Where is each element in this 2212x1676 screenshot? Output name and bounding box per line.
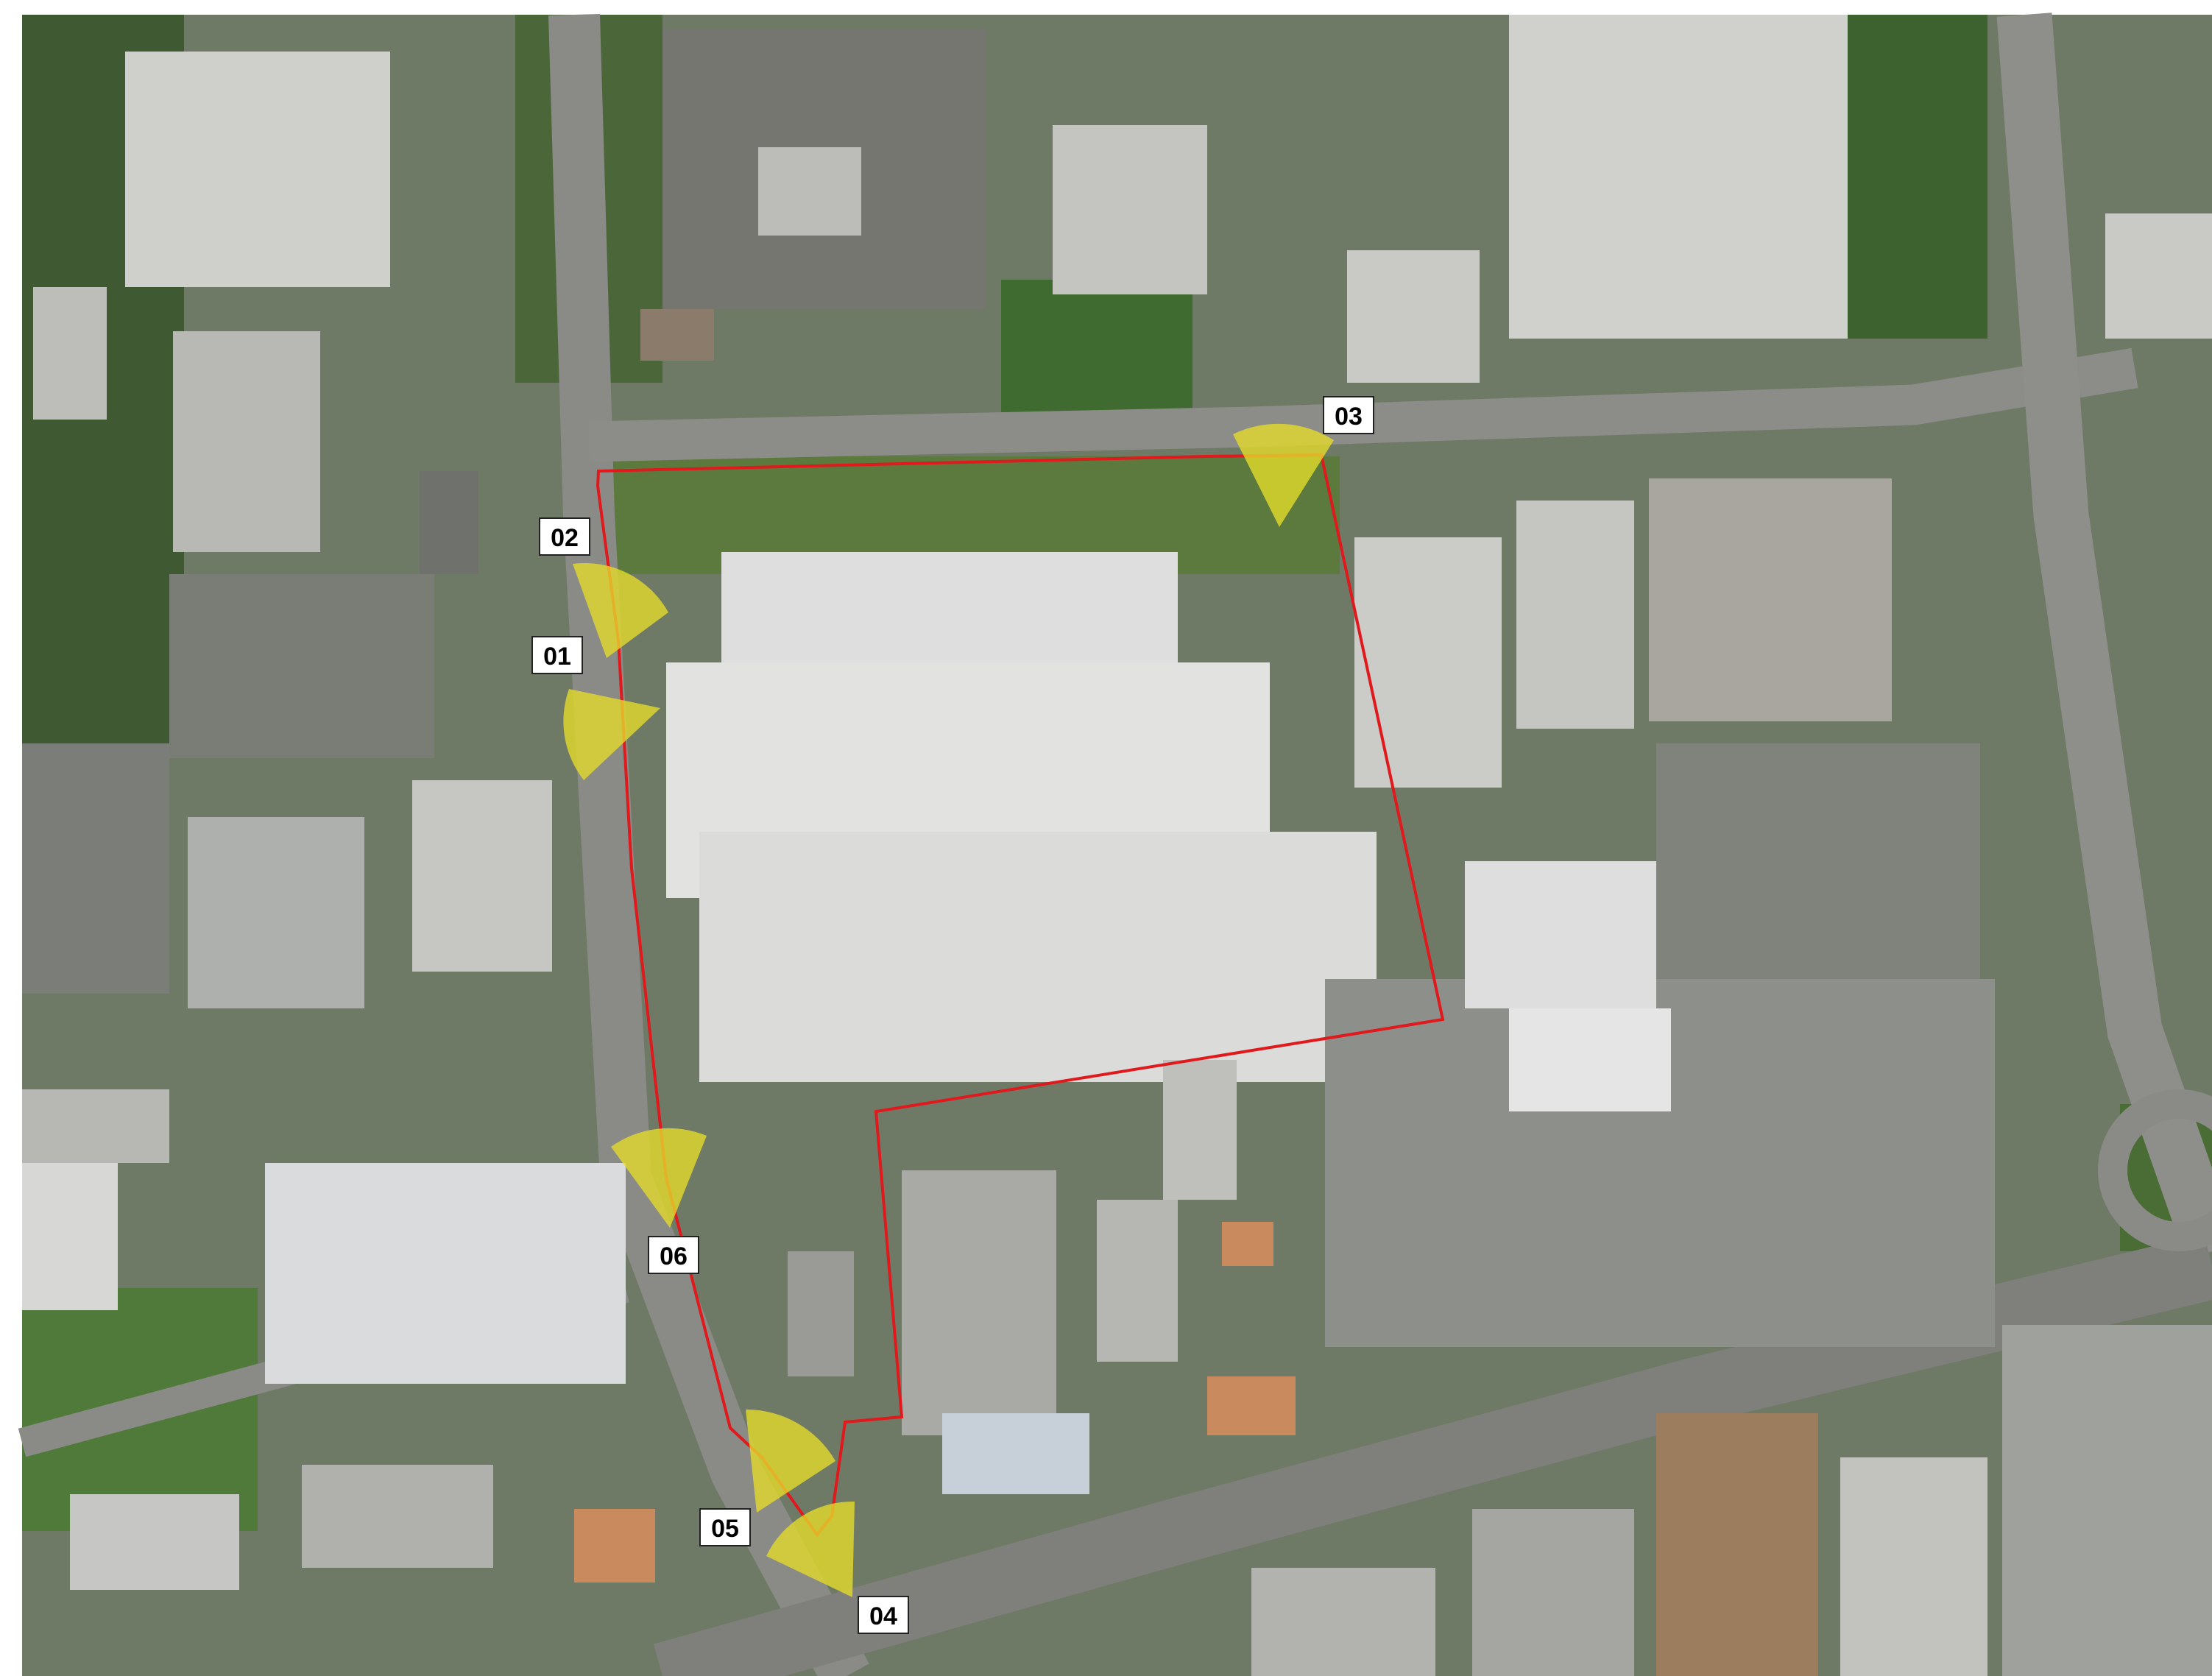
- building: [265, 1163, 626, 1384]
- bare-ground: [1656, 1413, 1818, 1676]
- building: [420, 471, 478, 574]
- parking-lot: [1656, 743, 1980, 979]
- viewpoint-01-cone: [563, 689, 660, 780]
- building: [1097, 1200, 1178, 1362]
- building: [1347, 250, 1480, 383]
- building: [125, 52, 390, 287]
- viewpoint-03-cone: [1233, 423, 1334, 527]
- viewpoint-05-cone: [746, 1409, 835, 1513]
- viewpoint-06-cone: [611, 1128, 707, 1228]
- building: [1465, 861, 1656, 1008]
- viewpoint-label-01: 01: [531, 636, 583, 674]
- building: [1840, 1457, 1987, 1676]
- building: [22, 1089, 169, 1163]
- road: [1996, 13, 2212, 1261]
- building: [1207, 1376, 1296, 1435]
- viewpoint-04-cone: [766, 1501, 855, 1597]
- building: [1649, 478, 1892, 721]
- building: [1516, 501, 1634, 729]
- building: [1509, 1008, 1671, 1111]
- vegetation: [1001, 280, 1192, 427]
- building: [1053, 125, 1207, 294]
- building: [758, 147, 861, 236]
- building: [902, 1170, 1056, 1435]
- building: [302, 1465, 493, 1568]
- building: [788, 1251, 854, 1376]
- building: [1354, 537, 1502, 788]
- building: [1222, 1222, 1273, 1266]
- building: [1251, 1568, 1435, 1676]
- viewpoint-label-03: 03: [1323, 396, 1374, 434]
- building: [640, 309, 714, 361]
- building: [1472, 1509, 1634, 1676]
- parking-lot: [169, 574, 434, 758]
- aerial-photo: [18, 13, 2212, 1676]
- building: [22, 1163, 118, 1310]
- site-building: [699, 832, 1377, 1082]
- viewpoint-cones: [563, 423, 1334, 1597]
- building: [33, 287, 107, 420]
- viewpoint-label-02: 02: [539, 517, 590, 556]
- viewpoint-02-cone: [573, 562, 668, 658]
- building: [1163, 1060, 1237, 1200]
- parking-lot: [22, 743, 169, 994]
- building: [574, 1509, 655, 1583]
- viewpoint-label-04: 04: [858, 1596, 909, 1634]
- building: [412, 780, 552, 972]
- roundabout: [2098, 1089, 2212, 1251]
- building: [2105, 213, 2212, 339]
- building: [2002, 1325, 2212, 1676]
- building: [70, 1494, 239, 1590]
- viewpoint-label-05: 05: [699, 1508, 751, 1546]
- building: [188, 817, 364, 1008]
- viewpoint-label-06: 06: [648, 1236, 699, 1274]
- building: [173, 331, 320, 552]
- building: [942, 1413, 1089, 1494]
- building: [1509, 15, 1848, 339]
